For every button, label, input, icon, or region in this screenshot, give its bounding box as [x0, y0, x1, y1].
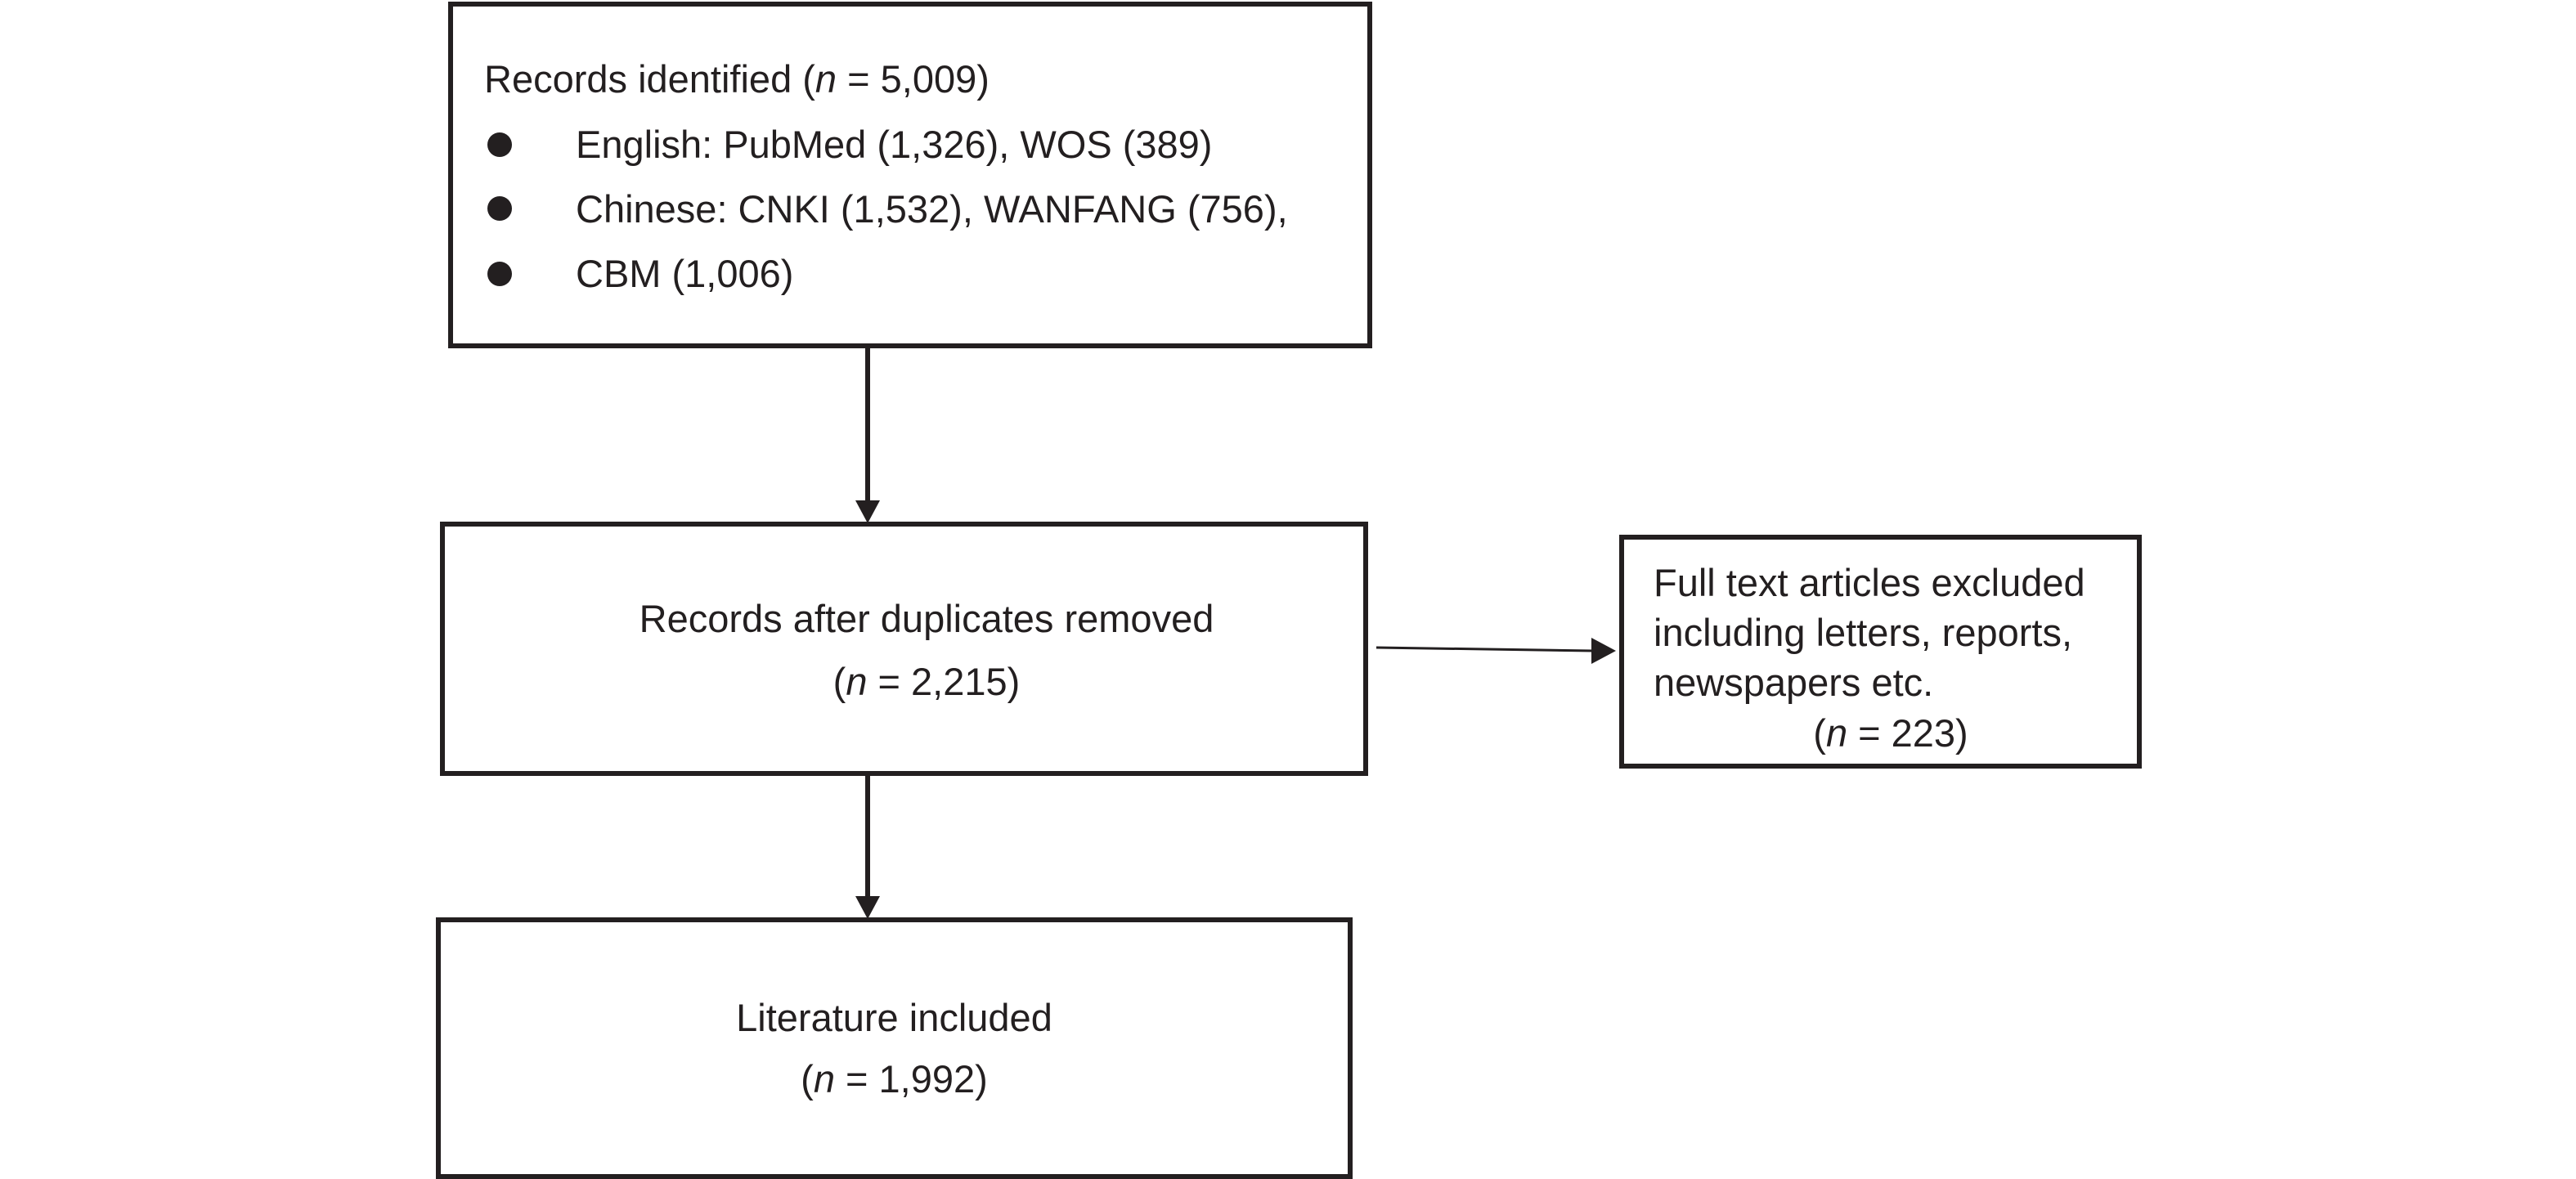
included-count-suffix: = 1,992) — [834, 1057, 988, 1101]
included-count: (n = 1,992) — [436, 1060, 1353, 1098]
excluded-line-3: newspapers etc. — [1654, 661, 1934, 704]
excluded-count-n: n — [1825, 711, 1848, 755]
excluded-count-prefix: ( — [1813, 711, 1826, 755]
excluded-count-suffix: = 223) — [1847, 711, 1968, 755]
included-title: Literature included — [736, 996, 1052, 1039]
node-articles-excluded — [1619, 535, 2142, 769]
identified-title-n: n — [815, 57, 837, 101]
node-literature-included — [436, 917, 1353, 1179]
node-records-after-duplicates — [440, 522, 1368, 776]
identified-item-english: English: PubMed (1,326), WOS (389) — [576, 123, 1213, 166]
identified-title: Records identified (n = 5,009) — [484, 60, 990, 98]
included-count-n: n — [813, 1057, 835, 1101]
edge-dedup-to-included — [855, 776, 880, 919]
identified-title-prefix: Records identified ( — [484, 57, 815, 101]
bullet-icon — [487, 132, 512, 157]
dedup-count-n: n — [846, 660, 868, 703]
edge-identified-to-dedup — [855, 348, 880, 523]
excluded-line-2: including letters, reports, — [1654, 611, 2073, 654]
bullet-icon — [487, 262, 512, 286]
node-records-identified — [448, 2, 1372, 348]
edge-dedup-to-excluded — [1376, 638, 1616, 664]
identified-item-chinese: Chinese: CNKI (1,532), WANFANG (756), — [576, 187, 1288, 231]
included-count-prefix: ( — [801, 1057, 814, 1101]
dedup-count: (n = 2,215) — [440, 662, 1413, 701]
dedup-title: Records after duplicates removed — [639, 597, 1214, 640]
identified-item-cbm: CBM (1,006) — [576, 252, 794, 295]
bullet-icon — [487, 196, 512, 221]
dedup-count-prefix: ( — [832, 660, 846, 703]
dedup-count-suffix: = 2,215) — [867, 660, 1021, 703]
identified-title-suffix: = 5,009) — [837, 57, 990, 101]
excluded-count: (n = 223) — [1654, 714, 2128, 752]
excluded-line-1: Full text articles excluded — [1654, 561, 2085, 604]
